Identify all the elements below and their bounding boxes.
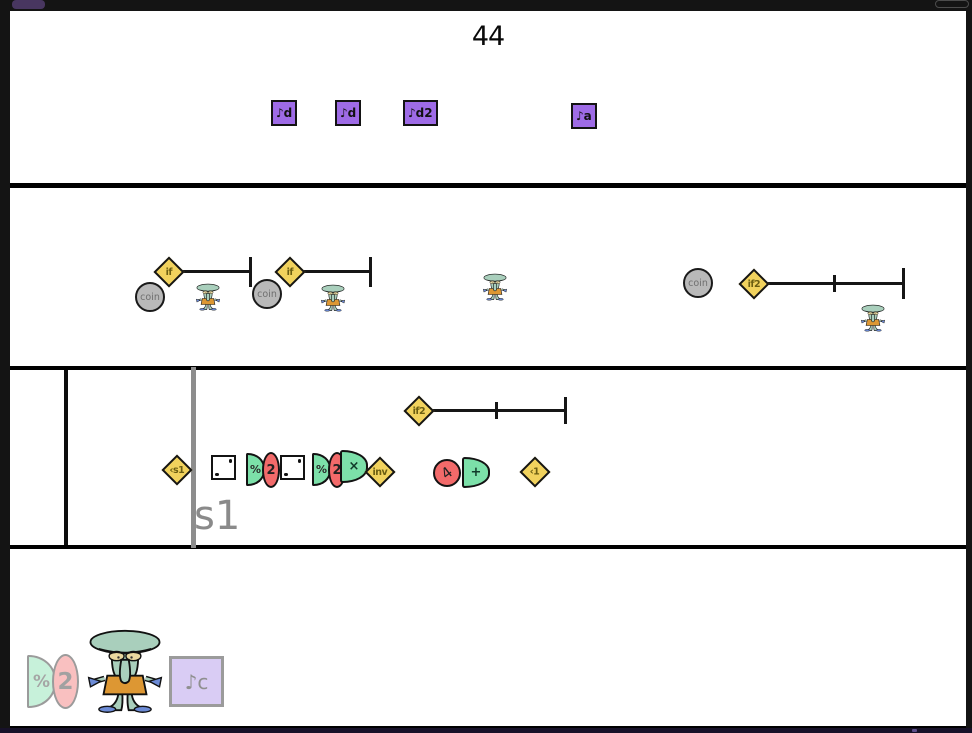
duration-mid-tick bbox=[495, 402, 498, 419]
plus-glyph: + bbox=[470, 465, 482, 480]
squidward-sprite[interactable] bbox=[861, 304, 885, 332]
time-signature: 44 bbox=[471, 21, 505, 52]
track-row-notes bbox=[10, 11, 966, 183]
track-row-section bbox=[10, 370, 966, 545]
squidward-sprite[interactable] bbox=[196, 283, 220, 311]
coin-label: coin bbox=[688, 277, 708, 289]
if2-label: if2 bbox=[412, 405, 426, 417]
row-separator bbox=[10, 545, 966, 549]
duration-end-tick bbox=[902, 268, 905, 299]
row-separator bbox=[10, 183, 966, 188]
row-separator bbox=[10, 726, 966, 728]
track-divider-line bbox=[64, 370, 68, 545]
window-tab[interactable] bbox=[12, 0, 45, 9]
dice-2-icon[interactable] bbox=[211, 455, 236, 480]
duration-end-tick bbox=[369, 257, 372, 287]
taskbar bbox=[0, 728, 972, 733]
window-button[interactable] bbox=[935, 0, 969, 8]
section-name-label: s1 bbox=[194, 493, 241, 539]
mod-2-icon-disabled[interactable]: % 2 bbox=[27, 654, 79, 709]
count-4-token[interactable]: 4 bbox=[433, 459, 461, 487]
note-block[interactable]: ♪a bbox=[571, 103, 597, 129]
coin-label: coin bbox=[257, 288, 277, 300]
taskbar-indicator bbox=[912, 729, 917, 732]
squidward-character[interactable] bbox=[86, 629, 164, 713]
goto-1-label: ‹1 bbox=[530, 466, 540, 478]
duration-line bbox=[180, 270, 251, 273]
mod-2-icon[interactable]: % 2 bbox=[246, 452, 280, 488]
duration-end-tick bbox=[564, 397, 567, 424]
if2-label: if2 bbox=[747, 278, 761, 290]
note-block[interactable]: ♪d bbox=[271, 100, 298, 126]
squidward-sprite[interactable] bbox=[483, 273, 507, 301]
note-block[interactable]: ♪d bbox=[335, 100, 362, 126]
duration-line bbox=[301, 270, 371, 273]
multiply-glyph: × bbox=[348, 459, 360, 474]
dice-2-icon[interactable] bbox=[280, 455, 305, 480]
two-ellipse: 2 bbox=[52, 654, 79, 709]
duration-line bbox=[430, 409, 567, 412]
if-label: if bbox=[286, 266, 294, 278]
dice-dot bbox=[228, 459, 232, 463]
note-block[interactable]: ♪d2 bbox=[403, 100, 438, 126]
squidward-sprite[interactable] bbox=[321, 284, 345, 312]
section-start-label: ‹s1 bbox=[169, 464, 185, 476]
dice-dot bbox=[215, 472, 219, 476]
count-4-glyph: 4 bbox=[437, 462, 457, 484]
duration-mid-tick bbox=[833, 275, 836, 292]
if-label: if bbox=[165, 266, 173, 278]
two-ellipse: 2 bbox=[262, 452, 280, 488]
coin-token[interactable]: coin bbox=[252, 279, 282, 309]
playhead-line[interactable] bbox=[191, 367, 196, 548]
inv-label: inv bbox=[372, 466, 388, 478]
note-c-block-disabled[interactable]: ♪c bbox=[169, 656, 224, 707]
dice-dot bbox=[297, 459, 301, 463]
duration-end-tick bbox=[249, 257, 252, 287]
dice-dot bbox=[284, 472, 288, 476]
row-separator bbox=[10, 366, 966, 370]
coin-token[interactable]: coin bbox=[683, 268, 713, 298]
coin-label: coin bbox=[140, 291, 160, 303]
coin-token[interactable]: coin bbox=[135, 282, 165, 312]
